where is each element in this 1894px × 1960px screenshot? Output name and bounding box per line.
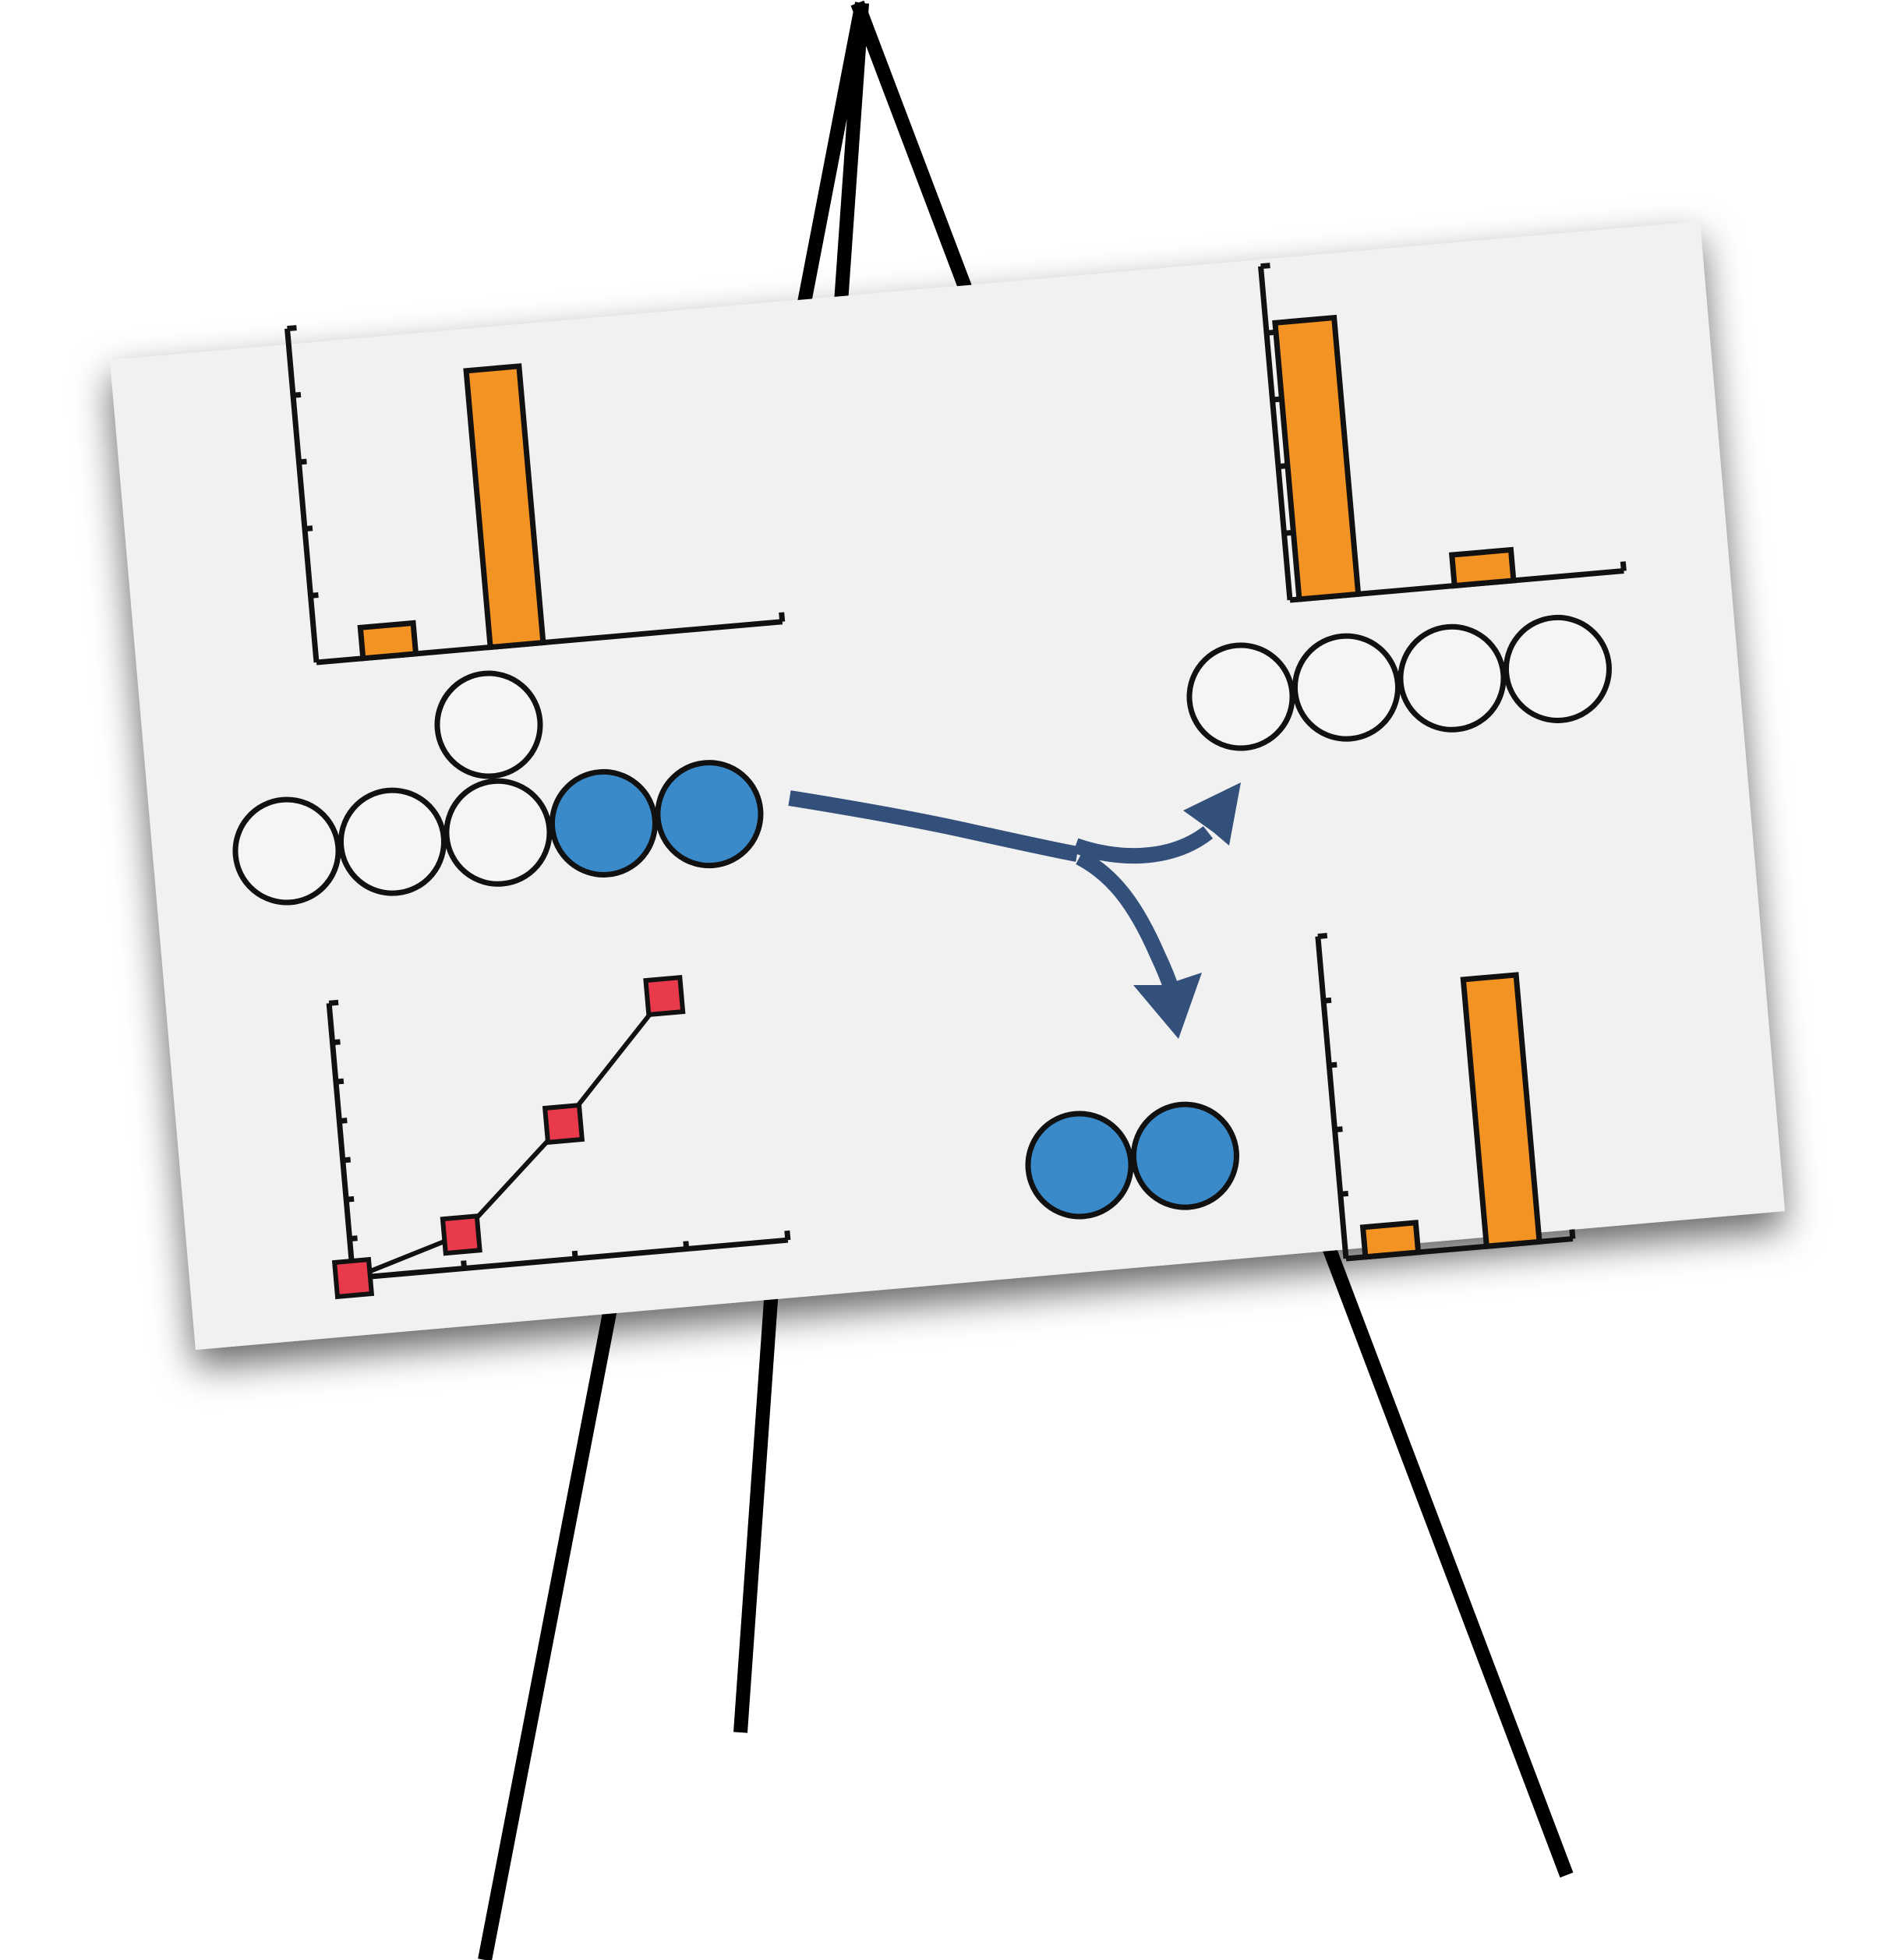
y-tick	[1323, 997, 1332, 1004]
bar	[1448, 546, 1517, 589]
x-tick	[683, 1241, 690, 1249]
filled-ball	[549, 768, 658, 878]
y-axis	[1315, 936, 1349, 1259]
y-tick	[299, 458, 307, 465]
flow-arrow-head-top	[1183, 782, 1241, 846]
flow-arrow-branch-bottom	[1076, 850, 1181, 997]
bar-chart-branch-top	[1258, 263, 1627, 603]
x-axis-end-tick	[1569, 1229, 1576, 1239]
x-axis-end-tick	[1620, 561, 1627, 571]
bar-chart-branch-bottom	[1315, 933, 1576, 1262]
flow-arrow-head-bottom	[1133, 973, 1202, 1039]
y-tick	[1266, 329, 1275, 336]
ball-row-start	[232, 670, 764, 906]
empty-ball	[1398, 623, 1507, 733]
x-axis-end-tick	[779, 612, 786, 623]
y-axis	[284, 328, 320, 663]
y-axis-end-tick	[1317, 933, 1328, 940]
y-tick	[335, 1078, 345, 1085]
empty-ball	[434, 670, 543, 779]
y-axis	[1258, 266, 1293, 601]
y-axis-end-tick	[287, 325, 297, 332]
y-tick	[304, 525, 313, 532]
data-marker	[643, 975, 686, 1018]
filled-ball	[1130, 1101, 1239, 1210]
branching-flow-arrow	[788, 782, 1241, 1039]
flow-arrow-trunk	[788, 790, 1079, 862]
y-tick	[292, 391, 302, 398]
data-marker	[440, 1213, 482, 1256]
y-tick	[1284, 529, 1292, 536]
board-content	[232, 263, 1627, 1300]
empty-ball	[443, 778, 553, 887]
trend-line	[352, 994, 666, 1280]
empty-ball	[1503, 614, 1612, 723]
y-tick	[1272, 396, 1281, 403]
empty-ball	[1186, 642, 1295, 751]
y-axis-end-tick	[1260, 263, 1270, 270]
x-tick	[571, 1250, 578, 1259]
bar	[1460, 972, 1542, 1250]
data-marker	[331, 1256, 375, 1300]
bar	[1359, 1220, 1422, 1260]
line-chart-trend	[326, 975, 791, 1300]
x-axis-end-tick	[784, 1230, 791, 1241]
y-tick	[332, 1039, 341, 1046]
y-axis-end-tick	[328, 999, 339, 1006]
filled-ball	[1025, 1111, 1134, 1220]
y-axis	[326, 1003, 356, 1279]
filled-ball	[655, 760, 764, 869]
bar	[357, 620, 419, 662]
ball-row-branch-bottom	[1025, 1101, 1239, 1220]
x-tick	[461, 1260, 468, 1269]
empty-ball	[337, 787, 447, 896]
empty-ball	[232, 796, 341, 906]
y-tick	[1334, 1126, 1343, 1133]
y-tick	[1340, 1190, 1349, 1197]
bar-chart-start	[284, 325, 786, 666]
bar	[1272, 314, 1362, 602]
data-marker	[542, 1102, 585, 1146]
x-axis	[352, 1237, 789, 1281]
y-tick	[1277, 463, 1287, 470]
ball-row-branch-top	[1186, 614, 1612, 751]
flow-arrow-branch-top	[1072, 825, 1214, 864]
bar	[463, 363, 546, 651]
y-tick	[349, 1235, 358, 1242]
empty-ball	[1292, 633, 1401, 742]
